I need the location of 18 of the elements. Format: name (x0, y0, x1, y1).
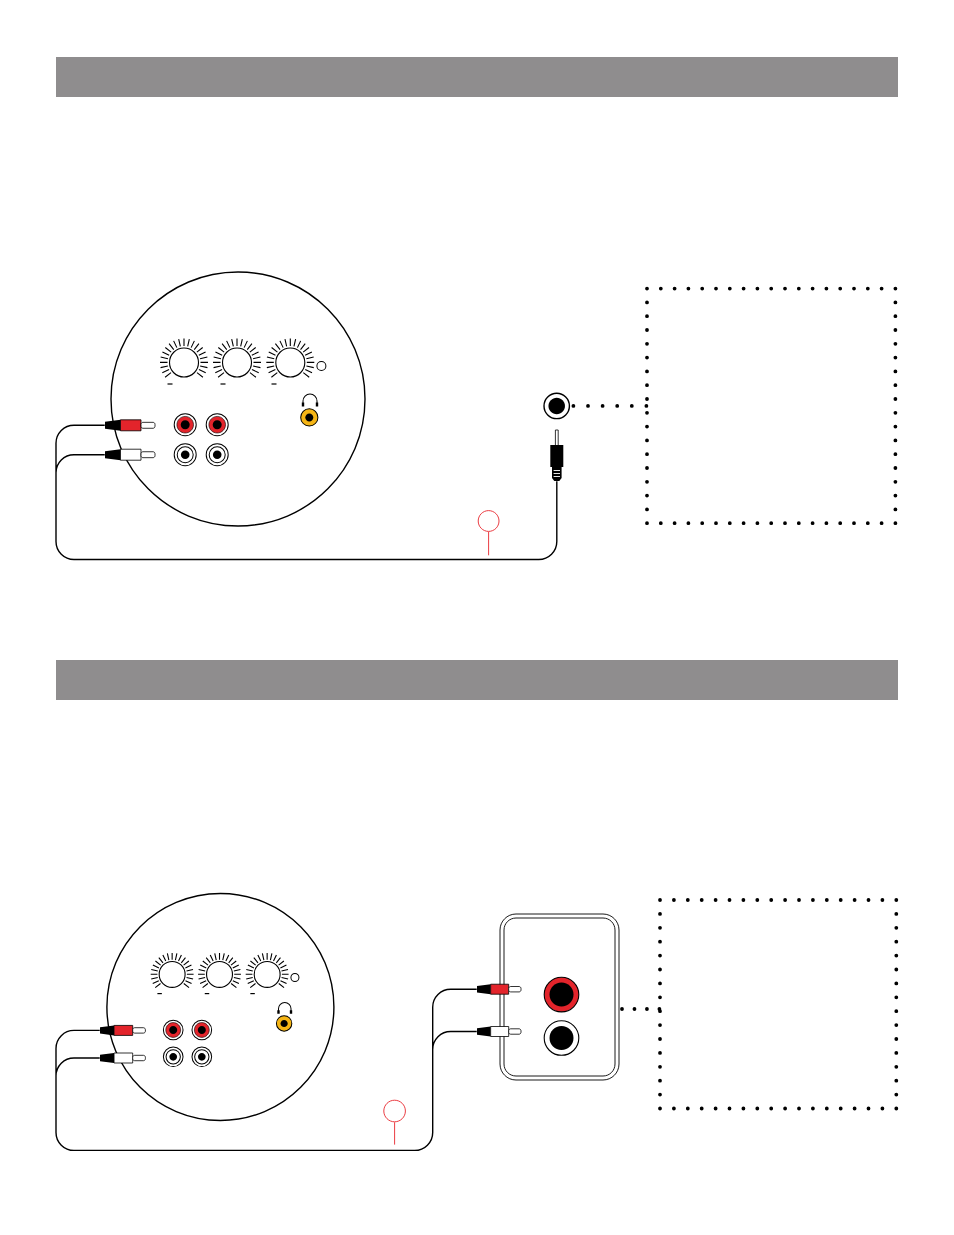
rca-plug (100, 1025, 146, 1036)
dotted-frame (645, 286, 898, 526)
headphone-jack (543, 392, 571, 420)
audio-cable (55, 424, 558, 561)
rca-plug (105, 419, 156, 432)
audio-plug (550, 429, 564, 481)
rca-plug (100, 1052, 146, 1064)
audio-cable (55, 988, 478, 1152)
callout-circle (477, 510, 500, 532)
dotted-connector (620, 1007, 662, 1011)
dotted-frame (658, 898, 899, 1111)
leader-line (488, 531, 490, 556)
callout-circle (383, 1099, 406, 1123)
rca-plug (105, 448, 156, 461)
leader-line (394, 1121, 396, 1146)
rca-plug (477, 983, 522, 995)
rca-plug (477, 1026, 522, 1037)
dotted-connector (571, 404, 649, 408)
